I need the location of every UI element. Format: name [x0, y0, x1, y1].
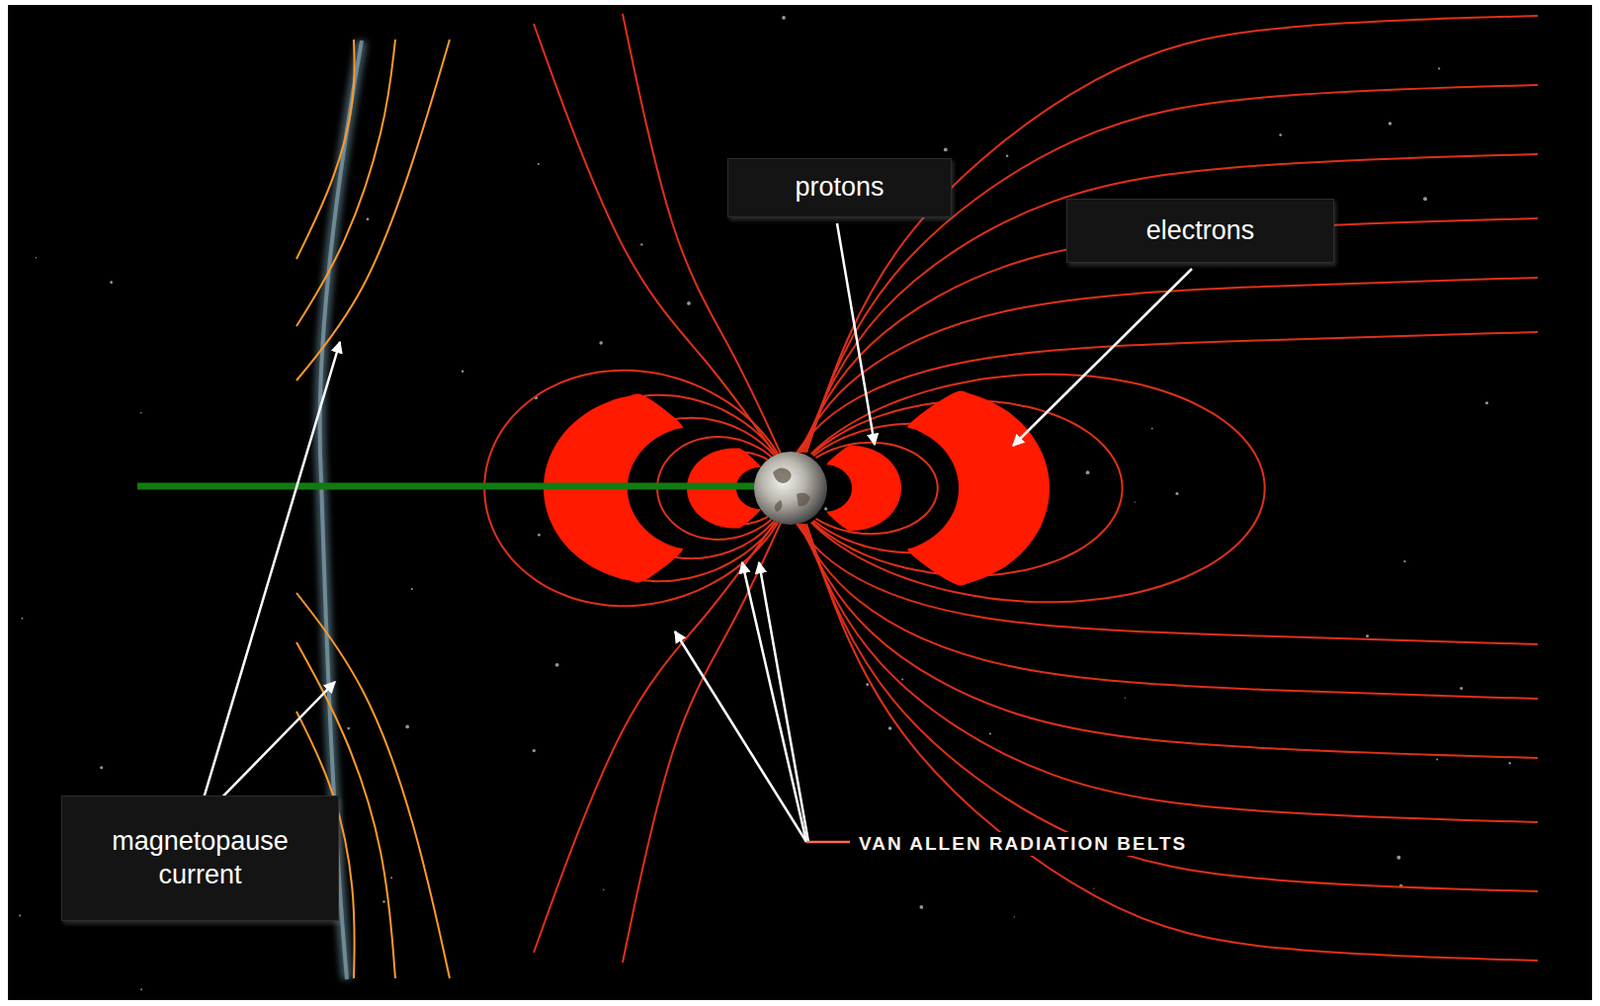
star	[865, 682, 869, 686]
star	[1423, 196, 1428, 201]
solar-wind-line	[296, 39, 450, 381]
field-lines	[296, 13, 1538, 979]
field-line	[804, 523, 1538, 892]
earth	[754, 451, 828, 525]
field-line	[800, 523, 1538, 758]
star	[461, 370, 464, 373]
star	[109, 280, 113, 284]
field-line	[796, 523, 1538, 645]
star	[18, 915, 21, 918]
star	[989, 732, 992, 735]
star	[919, 905, 924, 910]
solar-wind-line	[296, 39, 396, 327]
space-background	[7, 4, 1593, 1001]
field-line	[806, 15, 1538, 453]
star	[1006, 155, 1009, 158]
field-line	[622, 13, 781, 454]
radiation-belt	[907, 391, 1050, 587]
field-line	[622, 522, 781, 963]
radiation-belt	[826, 445, 902, 532]
solar-wind-line	[296, 39, 355, 259]
field-line	[796, 332, 1538, 453]
star	[1278, 133, 1282, 137]
field-line	[533, 23, 775, 454]
diagram-label: VAN ALLEN RADIATION BELTS	[855, 832, 1190, 856]
stars	[18, 15, 1512, 991]
star	[140, 412, 143, 415]
field-line	[806, 523, 1538, 961]
star	[781, 15, 786, 20]
star	[405, 725, 410, 730]
star	[537, 163, 540, 166]
star	[382, 900, 385, 903]
field-line	[802, 523, 1538, 823]
star	[140, 988, 143, 991]
callout-label: magnetopause current	[61, 795, 339, 922]
star	[598, 340, 603, 345]
star	[901, 678, 904, 681]
star	[411, 588, 414, 590]
star	[1396, 855, 1401, 860]
leader-lines	[197, 223, 1192, 843]
star	[1459, 686, 1463, 690]
field-line	[815, 442, 937, 534]
field-line	[811, 374, 1265, 603]
star	[1365, 634, 1369, 638]
star	[555, 663, 560, 668]
star	[1151, 427, 1154, 430]
star	[1435, 758, 1438, 761]
field-line	[533, 522, 775, 953]
star	[21, 617, 24, 620]
star	[824, 506, 828, 510]
star	[1124, 696, 1126, 698]
star	[1093, 887, 1095, 889]
star	[1388, 121, 1392, 125]
star	[943, 148, 948, 153]
star	[1485, 401, 1489, 405]
earth-continents	[772, 467, 811, 512]
star	[366, 217, 370, 221]
star	[537, 533, 541, 537]
sun-earth-line	[137, 483, 757, 491]
star	[532, 749, 536, 753]
star	[1509, 761, 1512, 764]
star	[1175, 492, 1179, 496]
star	[1403, 560, 1406, 563]
field-line	[804, 84, 1538, 453]
star	[1437, 67, 1440, 70]
star	[99, 765, 103, 769]
star	[602, 889, 605, 892]
star	[686, 301, 691, 306]
callout-label: protons	[727, 158, 952, 218]
star	[35, 256, 37, 258]
star	[346, 727, 350, 731]
star	[390, 876, 393, 879]
callout-label: electrons	[1066, 198, 1335, 263]
star	[640, 243, 643, 246]
star	[1134, 502, 1136, 504]
star	[1013, 916, 1015, 918]
star	[888, 726, 893, 731]
star	[1086, 470, 1091, 475]
